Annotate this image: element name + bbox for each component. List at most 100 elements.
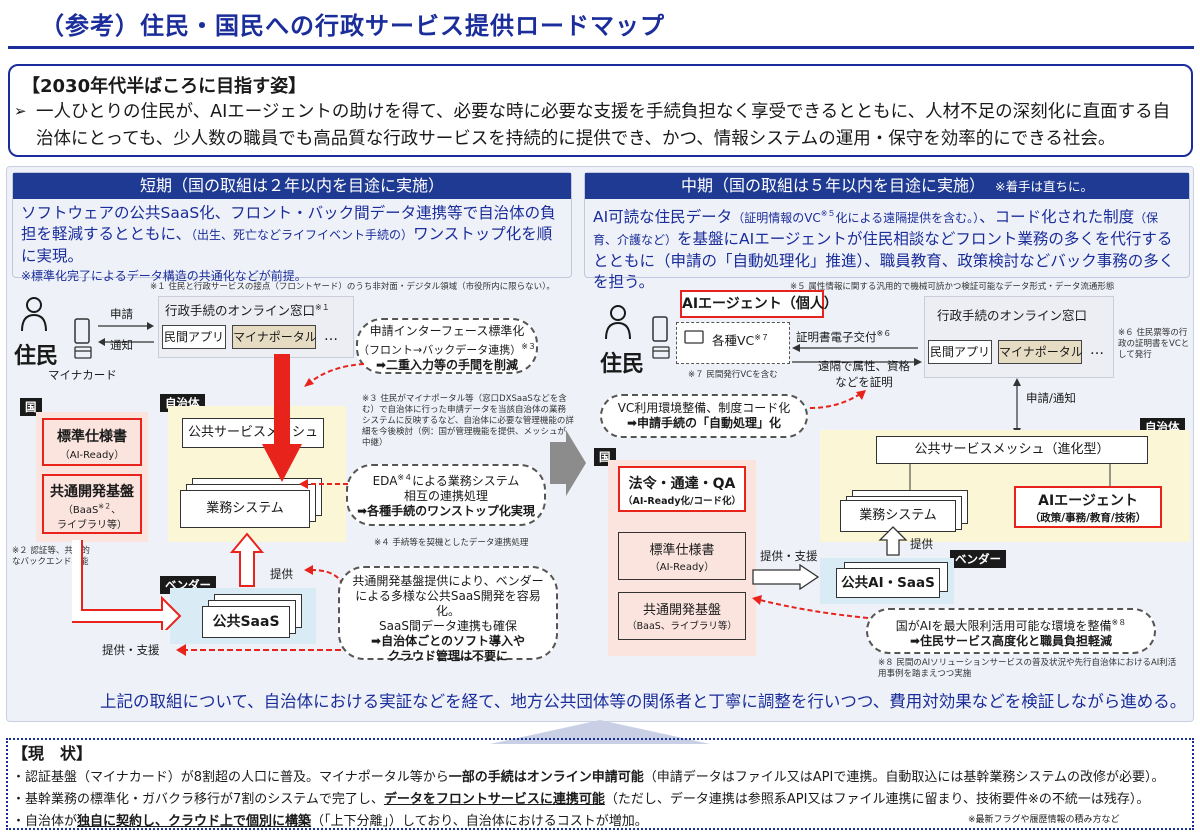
short-note-2: ※２ 認証等、共通的なバックエンド機能 xyxy=(12,546,90,567)
red-dashed-arrow-2 xyxy=(299,479,348,489)
mid-lead-a: AI可読な住民データ xyxy=(593,208,733,227)
mid-term-lead: AI可読な住民データ（証明情報のVC※５化による遠隔提供を含む。）、コード化され… xyxy=(585,199,1189,293)
short-note-4: ※４ 手続等を契機としたデータ連携処理 xyxy=(374,538,529,548)
more-icon-mid: … xyxy=(1090,342,1104,358)
short-note-1: ※１ 住民と行政サービスの接点（フロントヤード）のうち非対面・デジタル領域（市役… xyxy=(150,282,555,292)
notify-label: 通知 xyxy=(110,338,133,352)
bubble2-line-c: 相互の連携処理 xyxy=(403,489,488,503)
more-icon: … xyxy=(324,328,338,344)
support-dashed-arrow xyxy=(176,644,350,656)
ai-env-bubble: 国がAIを最大限利活用可能な環境を整備※８ ➡住民サービス高度化と職員負担軽減 xyxy=(866,608,1156,654)
interface-standard-bubble: 申請インターフェース標準化 （フロント→バックデータ連携）※３ ➡二重入力等の手… xyxy=(356,318,538,374)
agent-sub: （政策/事務/教育/技術） xyxy=(1029,512,1147,524)
mid-term-panel: 中期（国の取組は５年以内を目途に実施） ※着手は直ちに。 AI可読な住民データ（証… xyxy=(584,172,1190,291)
ai-agent-jichitai: AIエージェント （政策/事務/教育/技術） xyxy=(1014,486,1162,528)
public-saas: 公共SaaS xyxy=(202,606,290,638)
bubble2-line-d: ➡各種手続のワンストップ化実現 xyxy=(357,504,535,518)
mid-note-7: ※７ 民間発行VCを含む xyxy=(688,370,778,380)
mid-lead-c: を基盤にAIエージェントが住民相談などフロント業務の多くを代行するとともに（申請… xyxy=(593,230,1175,292)
short-lead-a: ソフトウェアの公共SaaS化、フロント・バック間データ連携等で自治体の負担を軽減… xyxy=(21,204,556,243)
bubble2-b: による業務システム xyxy=(412,474,520,488)
vc-sup: ※７ xyxy=(754,332,769,342)
mid-bubble2-a: 国がAIを最大限利活用可能な環境を整備※８ xyxy=(868,615,1154,634)
public-service-mesh: 公共サービスメッシュ xyxy=(182,418,324,448)
bubble1-line-b: （フロント→バックデータ連携）※３ xyxy=(358,339,536,358)
resident-label: 住民 xyxy=(14,344,59,369)
spec-sub: （AI-Ready） xyxy=(59,450,125,461)
mid-red-dashed-arrow xyxy=(809,390,866,409)
vc-text: 各種VC xyxy=(712,333,755,348)
gyomu-system: 業務システム xyxy=(180,490,310,528)
private-app-button-mid[interactable]: 民間アプリ xyxy=(928,340,992,364)
standard-spec-box: 標準仕様書 （AI-Ready） xyxy=(42,418,142,466)
mid-bubble2-b: ➡住民サービス高度化と職員負担軽減 xyxy=(909,634,1113,648)
online-window-title: 行政手続のオンライン窓口※１ xyxy=(159,297,353,319)
provide-support-label: 提供・支援 xyxy=(102,643,160,657)
summary-text: 上記の取組について、自治体における実証などを経て、地方公共団体等の関係者と丁寧に… xyxy=(100,692,1187,711)
bubble3-line-b: SaaS間データ連携も確保 xyxy=(379,619,517,633)
base-box-mid: 共通開発基盤 （BaaS、ライブラリ等） xyxy=(618,592,746,640)
kuni-tag: 国 xyxy=(20,398,42,416)
vision-box xyxy=(8,64,1193,157)
apply-notify-label: 申請/通知 xyxy=(1026,391,1076,405)
cert-sup: ※６ xyxy=(876,329,892,338)
provide-support-label-mid: 提供・支援 xyxy=(760,549,818,563)
cert-label: 証明書電子交付※６ xyxy=(796,328,891,345)
cert-text: 証明書電子交付 xyxy=(796,329,877,344)
short-term-lead: ソフトウェアの公共SaaS化、フロント・バック間データ連携等で自治体の負担を軽減… xyxy=(13,199,571,267)
online-window-mid: 行政手続のオンライン窓口 xyxy=(924,296,1114,378)
status-3c: （「上下分離」）しており、自治体におけるコストが増加。 xyxy=(311,814,648,829)
bubble1-line-b-text: （フロント→バックデータ連携） xyxy=(358,343,522,357)
gyomu-system-mid: 業務システム xyxy=(840,500,956,532)
mid-bubble2-a-text: 国がAIを最大限利活用可能な環境を整備 xyxy=(895,619,1112,633)
status-box xyxy=(6,738,1194,830)
base-sub-c: 、 xyxy=(111,505,122,516)
status-line-1: ・認証基盤（マイナカード）が8割超の人口に普及。マイナポータル等から一部の手続は… xyxy=(12,766,1164,785)
bubble2-line-a: EDA※４による業務システム xyxy=(348,470,544,489)
mid-bubble2-sup: ※８ xyxy=(1111,618,1127,627)
page-title: （参考）住民・国民への行政サービス提供ロードマップ xyxy=(40,12,665,40)
card-icon-mid xyxy=(652,346,670,359)
short-term-header: 短期（国の取組は２年以内を目途に実施） xyxy=(13,173,571,199)
apply-label: 申請 xyxy=(110,307,133,321)
mynacard-label: マイナカード xyxy=(48,368,117,382)
base-mid-sub: （BaaS、ライブラリ等） xyxy=(627,621,737,632)
remote-a: 遠隔で属性、資格 xyxy=(818,359,910,373)
mid-header-note: ※着手は直ちに。 xyxy=(995,179,1093,194)
person-icon xyxy=(21,297,47,332)
bubble2-a: EDA xyxy=(372,474,398,488)
status-heading: 【現 状】 xyxy=(12,744,93,763)
status-2b: データをフロントサービスに連携可能 xyxy=(383,792,605,807)
mynaportal-button-mid[interactable]: マイナポータル xyxy=(998,340,1083,364)
status-1a: ・認証基盤（マイナカード）が8割超の人口に普及。マイナポータル等から xyxy=(12,770,449,785)
red-dashed-arrow xyxy=(304,363,365,387)
mid-bubble1-a: VC利用環境整備、制度コード化 xyxy=(617,401,791,415)
common-base-bubble: 共通開発基盤提供により、ベンダーによる多様な公共SaaS開発を容易化。 SaaS… xyxy=(338,566,558,663)
mid-term-header: 中期（国の取組は５年以内を目途に実施） ※着手は直ちに。 xyxy=(585,173,1189,199)
base-sub: （BaaS※２、 xyxy=(44,501,140,516)
vision-body: 一人ひとりの住民が、AIエージェントの助けを得て、必要な時に必要な支援を手続負担… xyxy=(36,102,1171,149)
mynaportal-button[interactable]: マイナポータル xyxy=(232,325,317,349)
bubble3-line-a: 共通開発基盤提供により、ベンダーによる多様な公共SaaS開発を容易化。 xyxy=(352,574,544,618)
vc-label: 各種VC※７ xyxy=(712,330,769,349)
status-3b: 独自に契約し、クラウド上で個別に構築 xyxy=(77,814,312,829)
smartphone-icon-mid xyxy=(652,316,668,342)
mid-lead-b: 、コード化された制度 xyxy=(979,208,1135,227)
window-title-text: 行政手続のオンライン窓口 xyxy=(165,303,316,318)
private-app-button[interactable]: 民間アプリ xyxy=(162,325,226,349)
vc-card-icon xyxy=(684,330,704,344)
window-title-sup: ※１ xyxy=(315,302,330,312)
mid-lead-small1: （証明情報のVC xyxy=(732,211,821,226)
short-lead-small: （出生、死亡などライフイベント手続の） xyxy=(191,228,414,242)
bubble1-line-c: ➡二重入力等の手間を削減 xyxy=(375,357,519,372)
short-lead-note: ※標準化完了によるデータ構造の共通化などが前提。 xyxy=(21,269,307,283)
status-footnote: ※最新フラグや履歴情報の積み方など xyxy=(968,815,1120,825)
white-up-arrow-mid xyxy=(878,526,908,556)
kuni-to-vendor-arrow xyxy=(72,540,182,630)
mid-lead-small2: 化による遠隔提供を含む。） xyxy=(835,211,980,226)
apply-notify-arrow xyxy=(1013,378,1021,436)
mid-header-text: 中期（国の取組は５年以内を目途に実施） xyxy=(681,176,986,195)
remote-b: などを証明 xyxy=(835,375,893,389)
title-divider xyxy=(8,46,1194,49)
smartphone-icon xyxy=(74,318,90,344)
